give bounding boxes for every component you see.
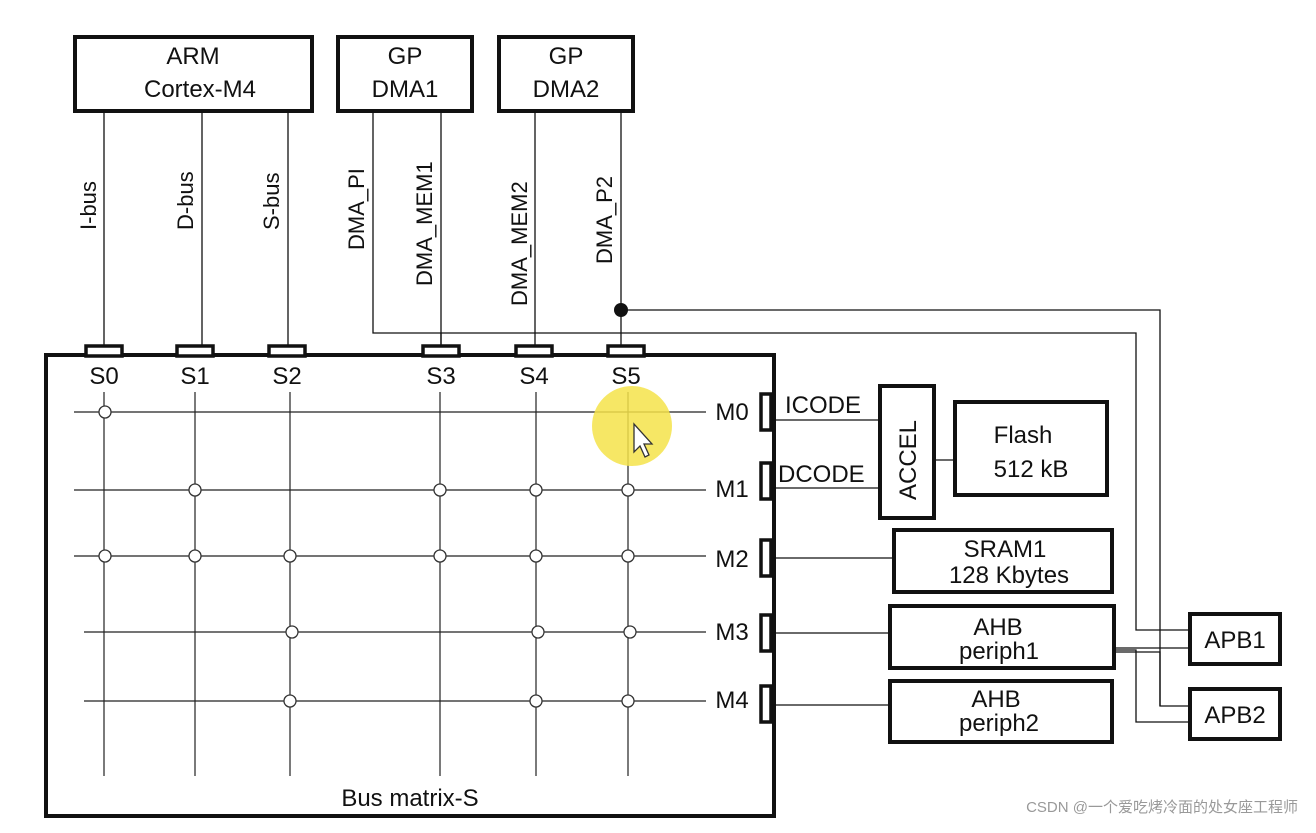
node-s5-m4 (621, 694, 635, 708)
port-label-m1: M1 (715, 476, 748, 503)
port-label-m4: M4 (715, 687, 748, 714)
apb1-block: APB1 (1188, 612, 1282, 666)
node-s2-m3 (285, 625, 299, 639)
port-label-s4: S4 (519, 363, 548, 390)
arm-label-line1: ARM (166, 43, 219, 70)
sram1-block: SRAM1 128 Kbytes (892, 528, 1114, 594)
target-links (771, 419, 1190, 723)
mouse-cursor-icon (633, 422, 654, 458)
flash-block: Flash 512 kB (953, 400, 1109, 497)
apb2-block: APB2 (1188, 687, 1282, 741)
bus-label-dma-p2: DMA_P2 (592, 176, 617, 264)
node-s1-m1 (188, 483, 202, 497)
node-s4-m1 (529, 483, 543, 497)
node-s5-m2 (621, 549, 635, 563)
node-s4-m4 (529, 694, 543, 708)
ahb-periph1-block: AHB periph1 (888, 604, 1116, 670)
ahb-periph2-block: AHB periph2 (888, 679, 1114, 744)
ahb2-label-line2: periph2 (959, 710, 1039, 737)
port-label-s1: S1 (180, 363, 209, 390)
port-label-s2: S2 (272, 363, 301, 390)
accel-label: ACCEL (895, 420, 922, 500)
bus-labels: I-bus D-bus S-bus DMA_PI DMA_MEM1 DMA_ME… (76, 161, 617, 306)
accel-block: ACCEL (878, 384, 936, 520)
arm-label-line2: Cortex-M4 (144, 76, 256, 103)
port-label-s5: S5 (611, 363, 640, 390)
node-s1-m2 (188, 549, 202, 563)
bus-label-s: S-bus (259, 173, 284, 230)
bus-label-dma-mem2: DMA_MEM2 (507, 181, 532, 306)
dma2-label-line2: DMA2 (533, 76, 600, 103)
node-s3-m1 (433, 483, 447, 497)
node-s0-m0 (98, 405, 112, 419)
slave-ports (84, 344, 646, 358)
matrix-nodes (98, 405, 637, 708)
ahb1-label-line1: AHB (973, 614, 1022, 641)
node-s5-m3 (623, 625, 637, 639)
ahb1-label-line2: periph1 (959, 638, 1039, 665)
dcode-label: DCODE (778, 461, 865, 488)
flash-label-line2: 512 kB (994, 456, 1069, 483)
dma1-label-line1: GP (388, 43, 423, 70)
apb2-label: APB2 (1204, 702, 1265, 729)
apb1-label: APB1 (1204, 627, 1265, 654)
node-s2-m2 (283, 549, 297, 563)
port-label-m0: M0 (715, 399, 748, 426)
junction-dot (614, 303, 628, 317)
node-s0-m2 (98, 549, 112, 563)
master-port-labels: M0 M1 M2 M3 M4 (715, 399, 748, 714)
node-s2-m4 (283, 694, 297, 708)
icode-label: ICODE (785, 392, 861, 419)
master-gp-dma1: GP DMA1 (336, 35, 474, 113)
dma2-label-line1: GP (549, 43, 584, 70)
port-label-m3: M3 (715, 619, 748, 646)
bus-label-i: I-bus (76, 181, 101, 230)
master-arm-cortex-m4: ARM Cortex-M4 (73, 35, 314, 113)
master-bus-lines (103, 111, 1190, 707)
port-label-m2: M2 (715, 546, 748, 573)
master-gp-dma2: GP DMA2 (497, 35, 635, 113)
port-label-s0: S0 (89, 363, 118, 390)
node-s4-m3 (531, 625, 545, 639)
bus-matrix-label: Bus matrix-S (341, 785, 478, 812)
slave-port-labels: S0 S1 S2 S3 S4 S5 (89, 363, 640, 390)
node-s4-m2 (529, 549, 543, 563)
port-label-s3: S3 (426, 363, 455, 390)
dma1-label-line2: DMA1 (372, 76, 439, 103)
node-s5-m1 (621, 483, 635, 497)
bus-label-d: D-bus (173, 171, 198, 230)
bus-label-dma-mem1: DMA_MEM1 (412, 161, 437, 286)
cursor-highlight (592, 386, 672, 466)
sram1-label-line1: SRAM1 (964, 536, 1047, 563)
watermark: CSDN @一个爱吃烤冷面的处女座工程师 (1026, 798, 1298, 816)
bus-label-dma-pi: DMA_PI (344, 168, 369, 250)
node-s3-m2 (433, 549, 447, 563)
sram1-label-line2: 128 Kbytes (949, 562, 1069, 589)
ahb2-label-line1: AHB (971, 686, 1020, 713)
flash-label-line1: Flash (994, 422, 1053, 449)
